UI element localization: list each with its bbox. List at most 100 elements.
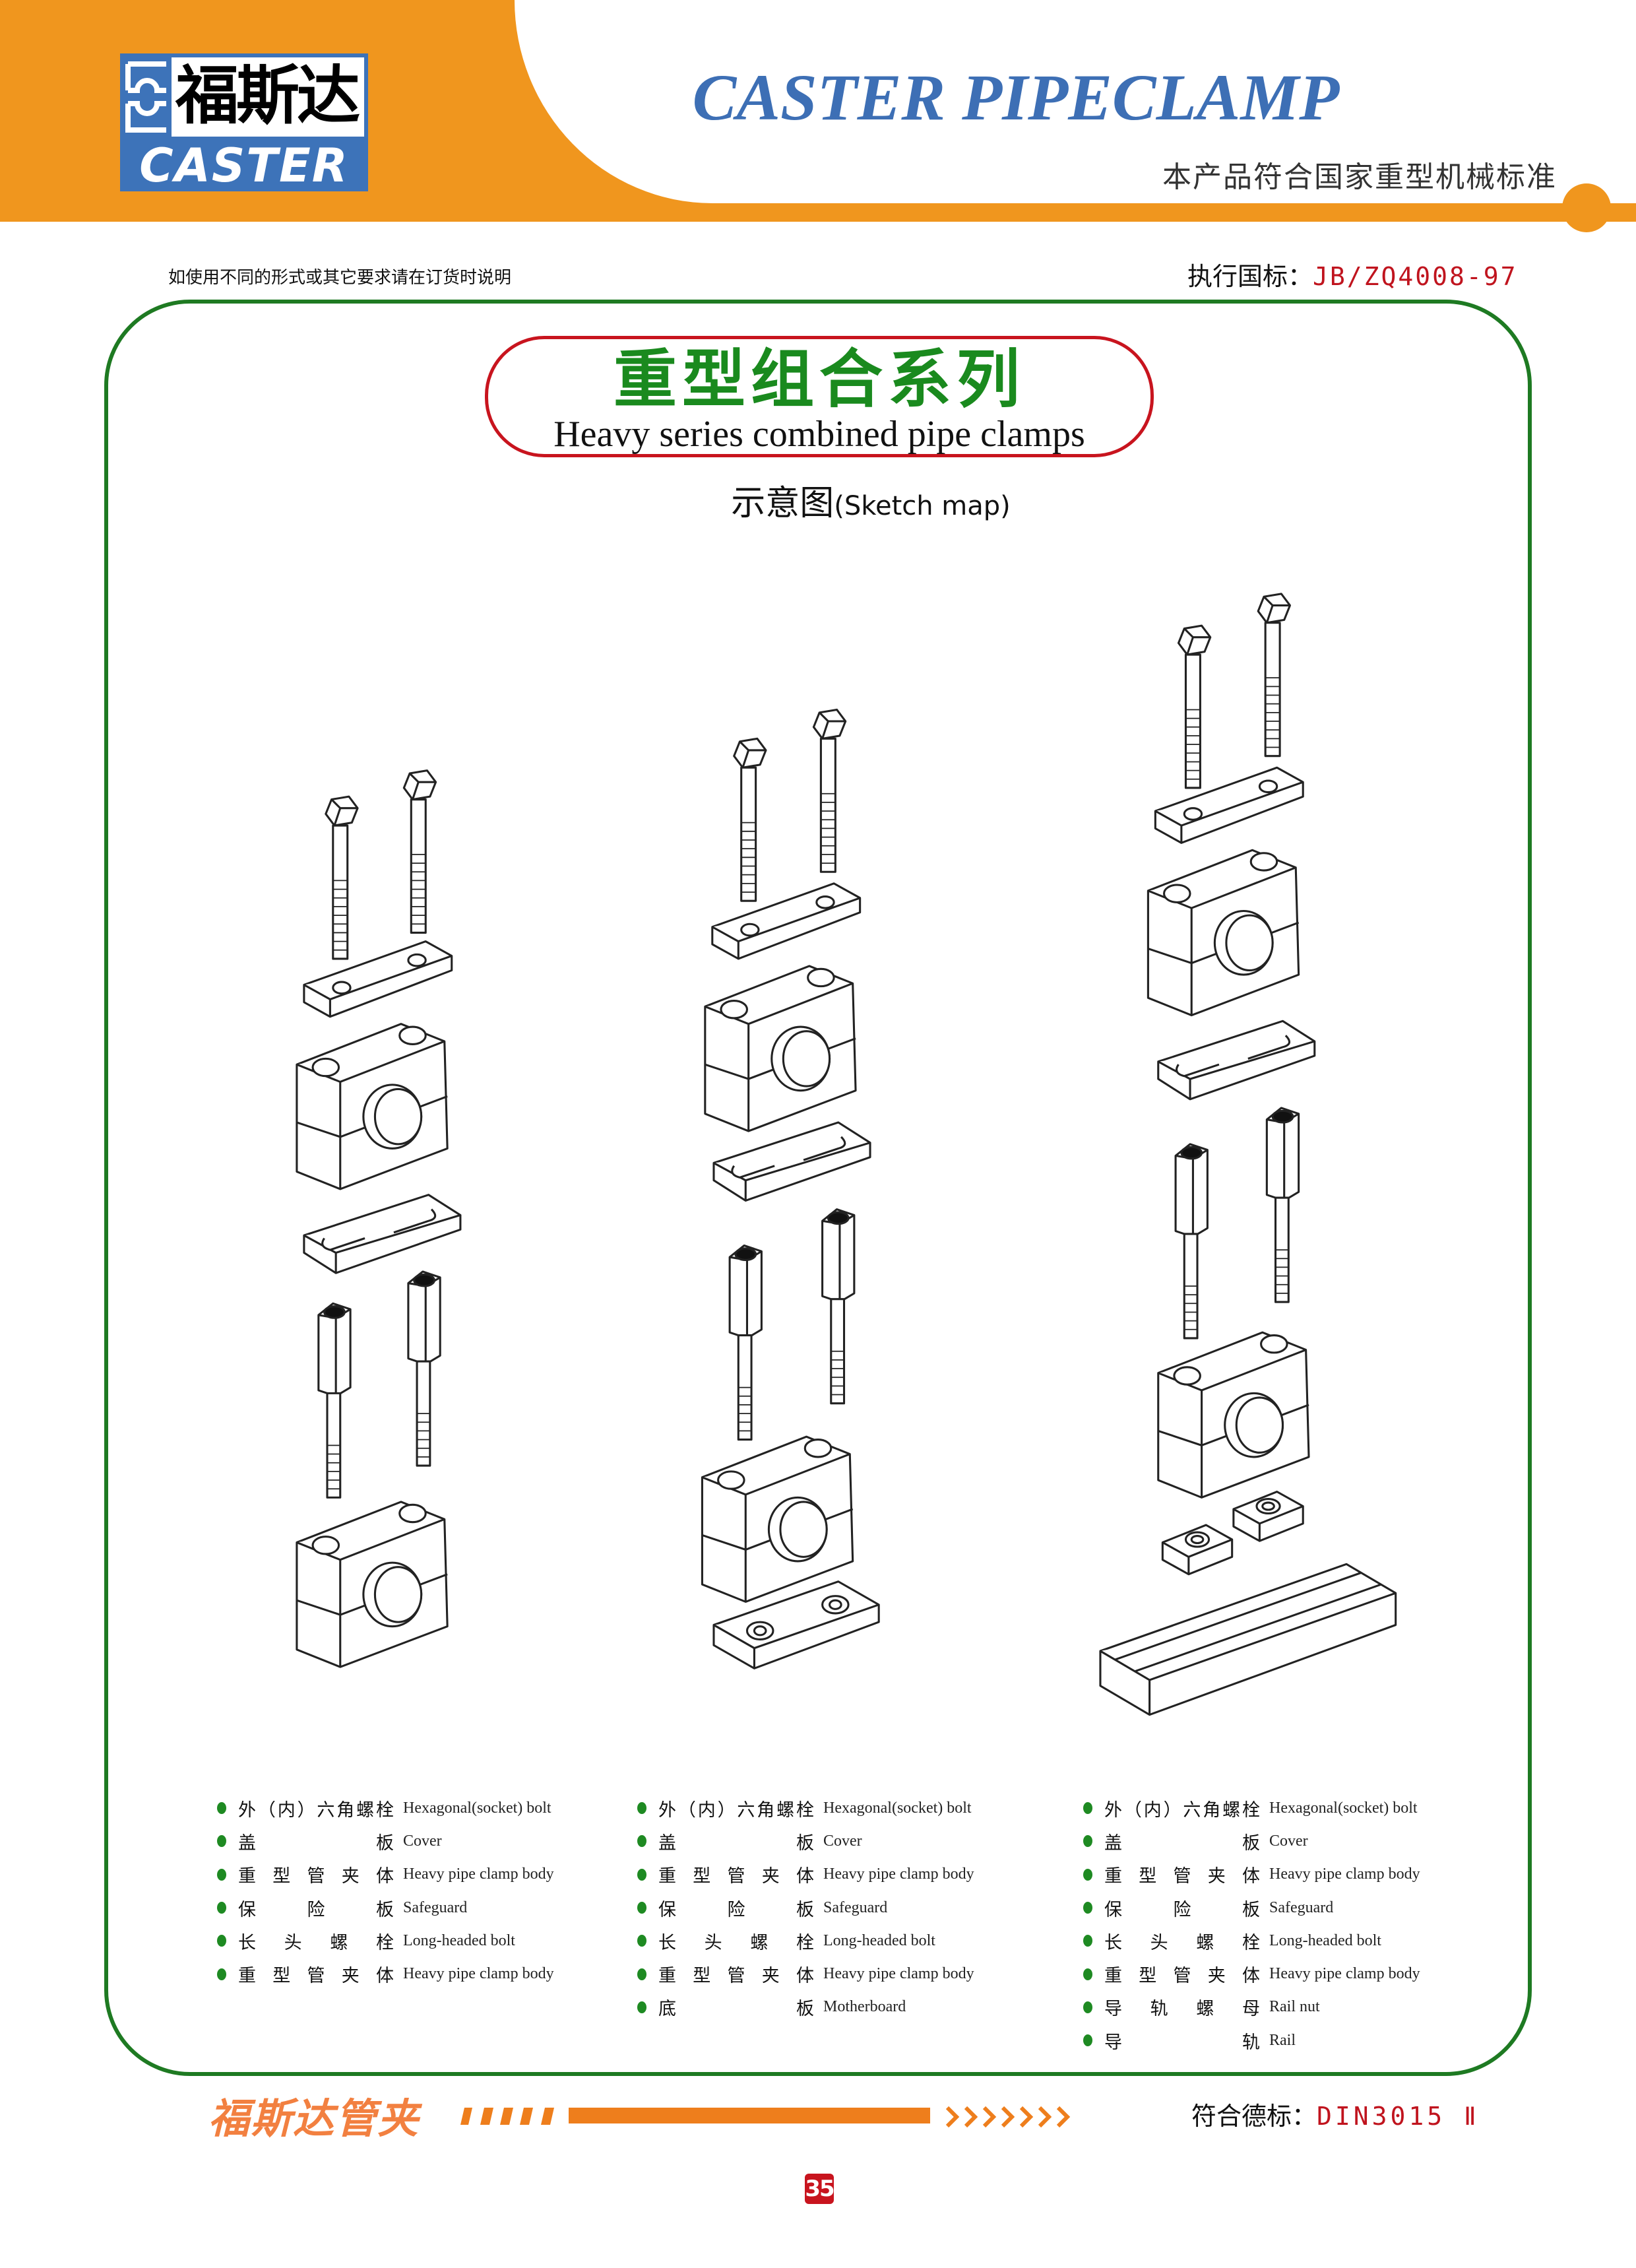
section-title-cn: 重型组合系列 (614, 342, 1025, 416)
footer-arrow-stripe (460, 2106, 1071, 2128)
pipe-clamp-logo-icon (125, 61, 166, 133)
legend-item-en: Heavy pipe clamp body (1269, 1865, 1420, 1883)
header-rule-dot (1562, 183, 1611, 232)
bullet-icon (217, 1902, 226, 1914)
sketch-heading-en: (Sketch map) (834, 491, 1011, 521)
bullet-icon (1083, 1835, 1092, 1848)
cover-2 (711, 882, 862, 960)
bullet-icon (1083, 1868, 1092, 1881)
legend-item-en: Cover (1269, 1832, 1308, 1850)
hex-bolt-3b (1257, 593, 1292, 758)
long-bolt-2b (821, 1208, 856, 1405)
legend-item-en: Hexagonal(socket) bolt (1269, 1799, 1418, 1817)
legend-item-en: Heavy pipe clamp body (1269, 1965, 1420, 1983)
legend-item-en: Long-headed bolt (823, 1931, 935, 1949)
legend-item-cn: 重 型 管 夹 体 (658, 1966, 814, 1987)
section-title-en: Heavy series combined pipe clamps (553, 414, 1085, 455)
bullet-icon (1083, 2001, 1092, 2013)
rail-3 (1099, 1563, 1397, 1716)
hex-bolt-3a (1177, 624, 1212, 789)
hex-bolt-2b (812, 708, 847, 873)
bullet-icon (1083, 1802, 1092, 1815)
safeguard-3 (1157, 1020, 1316, 1101)
header-panel (515, 0, 1636, 203)
clamp-body-3a (1147, 849, 1300, 1017)
sketch-heading: 示意图(Sketch map) (594, 475, 1148, 525)
legend-item-cn: 保 险 板 (238, 1899, 394, 1920)
legend-item-en: Safeguard (1269, 1898, 1334, 1916)
legend-column-3: 外（内）六角螺栓 Hexagonal(socket) bolt 盖 板 Cover 重 … (1083, 1792, 1420, 2057)
bullet-icon (1083, 1902, 1092, 1914)
clamp-body-2b (701, 1435, 854, 1603)
legend-item-cn: 盖 板 (1104, 1832, 1260, 1854)
page-number: 35 (805, 2174, 835, 2204)
legend-item-cn: 长 头 螺 栓 (1104, 1932, 1260, 1953)
legend-item-cn: 盖 板 (658, 1832, 814, 1854)
cover-3 (1154, 766, 1304, 844)
legend-item: 外（内）六角螺栓 Hexagonal(socket) bolt (1083, 1792, 1420, 1825)
rail-nut-3a (1161, 1524, 1234, 1576)
legend-item: 外（内）六角螺栓 Hexagonal(socket) bolt (637, 1792, 974, 1825)
hex-bolt-1b (402, 769, 437, 934)
hex-bolt-1a (325, 795, 359, 960)
clamp-body-3b (1157, 1331, 1310, 1499)
hex-bolt-2a (733, 737, 767, 902)
legend-item-en: Heavy pipe clamp body (823, 1865, 974, 1883)
legend-item: 重 型 管 夹 体 Heavy pipe clamp body (637, 1858, 974, 1891)
din-label: 符合德标： (1191, 2102, 1317, 2131)
bullet-icon (637, 1902, 646, 1914)
legend-item-cn: 外（内）六角螺栓 (658, 1799, 814, 1821)
standard: 执行国标：JB/ZQ4008-97 (1187, 256, 1518, 292)
standard-code: JB/ZQ4008-97 (1313, 262, 1518, 291)
bullet-icon (637, 2001, 646, 2013)
cover-1 (303, 940, 453, 1018)
long-bolt-3b (1265, 1107, 1300, 1303)
safeguard-1 (303, 1194, 462, 1274)
legend-item-cn: 导 轨 (1104, 2032, 1260, 2053)
bullet-icon (217, 1968, 226, 1980)
legend-item-en: Hexagonal(socket) bolt (403, 1799, 551, 1817)
legend-item-cn: 外（内）六角螺栓 (1104, 1799, 1260, 1821)
bullet-icon (217, 1835, 226, 1848)
bullet-icon (217, 1868, 226, 1881)
bullet-icon (1083, 1935, 1092, 1947)
header-subtitle: 本产品符合国家重型机械标准 (1162, 160, 1557, 194)
bullet-icon (637, 1935, 646, 1947)
legend-item-cn: 重 型 管 夹 体 (658, 1866, 814, 1887)
din-standard: 符合德标：DIN3015 Ⅱ (1191, 2096, 1480, 2132)
bullet-icon (637, 1802, 646, 1815)
content-frame (104, 300, 1532, 2076)
legend-item-cn: 保 险 板 (658, 1899, 814, 1920)
legend-item-en: Hexagonal(socket) bolt (823, 1799, 972, 1817)
legend-item-cn: 底 板 (658, 1999, 814, 2020)
section-title-badge: 重型组合系列 Heavy series combined pipe clamps (485, 336, 1154, 457)
legend-item: 保 险 板 Safeguard (217, 1891, 554, 1924)
legend-item-en: Cover (403, 1832, 442, 1850)
sketch-heading-cn: 示意图 (731, 484, 834, 523)
bullet-icon (217, 1802, 226, 1815)
clamp-body-1a (296, 1023, 449, 1190)
legend-item-cn: 重 型 管 夹 体 (1104, 1866, 1260, 1887)
long-bolt-1b (407, 1270, 441, 1467)
legend-item-cn: 重 型 管 夹 体 (238, 1866, 394, 1887)
bullet-icon (637, 1868, 646, 1881)
legend-item: 盖 板 Cover (1083, 1825, 1420, 1858)
standard-label: 执行国标： (1187, 262, 1313, 291)
caster-logo: 福斯达 CASTER (120, 53, 368, 191)
legend-item-en: Heavy pipe clamp body (403, 1965, 554, 1983)
legend-item-en: Safeguard (403, 1898, 468, 1916)
legend-item-cn: 导 轨 螺 母 (1104, 1999, 1260, 2020)
long-bolt-3a (1174, 1143, 1209, 1340)
